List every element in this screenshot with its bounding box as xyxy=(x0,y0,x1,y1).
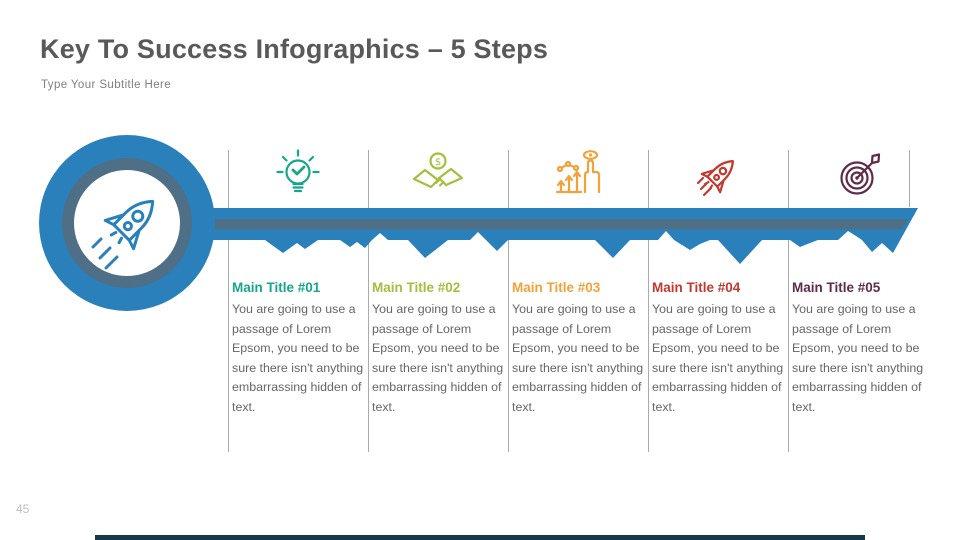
step-column-2: Main Title #02 You are going to use a pa… xyxy=(372,280,504,418)
step-column-3: Main Title #03 You are going to use a pa… xyxy=(512,280,644,418)
step-title: Main Title #02 xyxy=(372,280,461,295)
growth-vision-icon xyxy=(555,150,601,194)
target-dart-icon xyxy=(840,153,881,195)
step-body: You are going to use a passage of Lorem … xyxy=(792,302,924,414)
rocket-icon xyxy=(696,160,734,197)
rocket-icon xyxy=(91,199,155,270)
step-title: Main Title #04 xyxy=(652,280,741,295)
page-subtitle: Type Your Subtitle Here xyxy=(41,79,172,91)
step-title: Main Title #03 xyxy=(512,280,601,295)
column-dividers xyxy=(228,150,910,452)
svg-text:$: $ xyxy=(435,157,441,168)
page-title: Key To Success Infographics – 5 Steps xyxy=(40,34,549,64)
step-title: Main Title #05 xyxy=(792,280,881,295)
step-body: You are going to use a passage of Lorem … xyxy=(232,302,364,414)
step-column-1: Main Title #01 You are going to use a pa… xyxy=(232,280,364,418)
step-title: Main Title #01 xyxy=(232,280,321,295)
step-column-4: Main Title #04 You are going to use a pa… xyxy=(652,280,784,418)
page-number: 45 xyxy=(16,502,30,516)
step-body: You are going to use a passage of Lorem … xyxy=(652,302,784,414)
handshake-dollar-icon: $ xyxy=(412,152,464,189)
key-shaft xyxy=(200,208,918,264)
step-body: You are going to use a passage of Lorem … xyxy=(372,302,504,414)
step-column-5: Main Title #05 You are going to use a pa… xyxy=(792,280,924,418)
lightbulb-check-icon xyxy=(276,149,320,193)
key-shaft-stripe xyxy=(214,219,908,230)
step-body: You are going to use a passage of Lorem … xyxy=(512,302,644,414)
footer-bar xyxy=(95,535,865,540)
